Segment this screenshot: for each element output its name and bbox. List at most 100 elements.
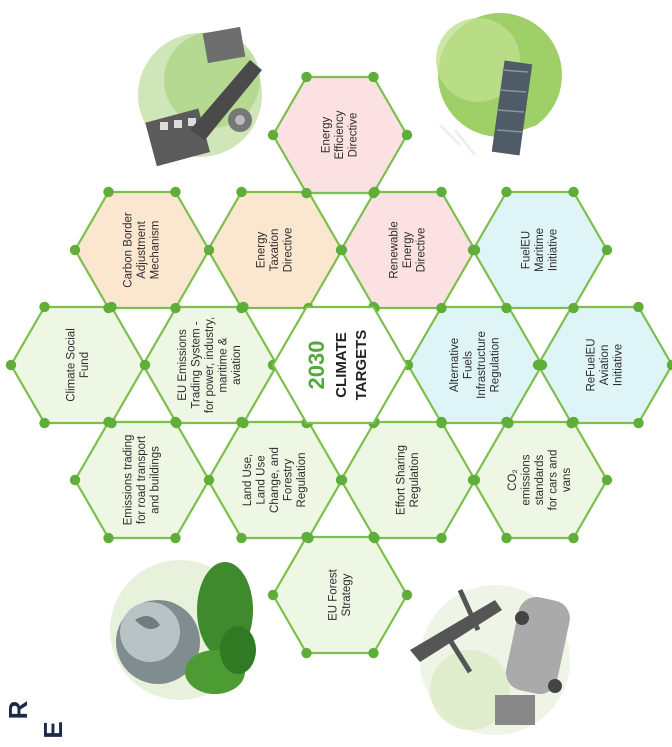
energy-efficiency-directive-label-line: Energy <box>321 117 333 154</box>
vertex-dot <box>368 647 379 659</box>
fueleu-maritime-initiative-label-line: FuelEU <box>521 231 533 269</box>
eu-emissions-trading-system-label-line: maritime & <box>218 337 230 392</box>
emissions-trading-road-transport-buildings-label-line: for road transport <box>136 435 148 524</box>
energy-taxation-directive-label-line: Taxation <box>269 229 281 272</box>
fueleu-maritime-initiative-label-line: Maritime <box>534 228 546 272</box>
co2-emissions-standards-label-line: vans <box>561 468 573 493</box>
vertex-dot <box>368 71 379 83</box>
edge-letter-r: R <box>3 700 33 719</box>
vertex-dot <box>301 531 312 543</box>
vertex-dot <box>69 244 81 256</box>
industry-image <box>138 26 262 167</box>
vertex-dot <box>467 474 479 486</box>
land-use-forestry-regulation-label-line: Land Use <box>256 455 268 504</box>
edge-letters: R E <box>3 700 68 738</box>
emissions-trading-road-transport-buildings-label-line: Emissions trading <box>123 435 135 526</box>
alternative-fuels-infrastructure-regulation-label-line: Regulation <box>489 338 501 393</box>
climate-social-fund-label-line: Fund <box>79 352 91 378</box>
energy-taxation-directive-label-line: Energy <box>256 232 268 269</box>
carbon-border-adjustment-mechanism-label-line: Adjustment <box>136 220 148 278</box>
vertex-dot <box>5 359 17 371</box>
vertex-dot <box>236 532 247 544</box>
vertex-dot <box>103 186 114 198</box>
vertex-dot <box>236 416 247 428</box>
vertex-dot <box>436 532 447 544</box>
eu-forest-strategy-label-line: EU Forest <box>327 568 339 621</box>
effort-sharing-regulation-label-line: Regulation <box>409 453 421 508</box>
refueleu-aviation-initiative-label-line: Aviation <box>599 345 611 386</box>
vertex-dot <box>103 416 114 428</box>
co2-emissions-standards-label-line: emissions <box>521 454 533 505</box>
vertex-dot <box>103 532 114 544</box>
energy-taxation-directive-label-line: Directive <box>283 228 295 273</box>
vertex-dot <box>170 532 181 544</box>
vertex-dot <box>666 359 672 371</box>
vertex-dot <box>369 186 380 198</box>
co2-emissions-standards-label-line: for cars and <box>548 450 560 511</box>
vertex-dot <box>170 186 181 198</box>
emissions-trading-road-transport-buildings-label-line: and buildings <box>150 446 162 514</box>
vertex-dot <box>170 302 181 314</box>
land-use-forestry-regulation-label-line: Forestry <box>283 459 295 501</box>
effort-sharing-regulation-label-line: Effort Sharing <box>395 445 407 515</box>
vertex-dot <box>601 474 613 486</box>
vertex-dot <box>436 302 447 314</box>
vertex-dot <box>301 647 312 659</box>
vertex-dot <box>501 416 512 428</box>
vertex-dot <box>236 186 247 198</box>
renewable-energy-directive-label-line: Directive <box>416 228 428 273</box>
alternative-fuels-infrastructure-regulation-label-line: Infrastructure <box>476 331 488 399</box>
eu-forest-strategy-label-line: Strategy <box>341 573 353 616</box>
vertex-dot <box>238 301 249 313</box>
vertex-dot <box>532 359 544 371</box>
vertex-dot <box>436 416 447 428</box>
vertex-dot <box>633 417 644 429</box>
carbon-border-adjustment-mechanism-label-line: Mechanism <box>150 221 162 280</box>
vertex-dot <box>568 186 579 198</box>
climate-targets-center-hexagon-shape <box>271 305 409 425</box>
co2-emissions-standards-label-line: CO₂ <box>507 469 519 491</box>
vertex-dot <box>501 186 512 198</box>
vertex-dot <box>568 416 579 428</box>
alternative-fuels-infrastructure-regulation-label-line: Alternative <box>449 338 461 392</box>
eu-emissions-trading-system-label-line: aviation <box>231 345 243 385</box>
renewable-energy-directive-label-line: Energy <box>402 232 414 269</box>
energy-efficiency-directive-label-line: Directive <box>348 113 360 158</box>
vertex-dot <box>368 531 379 543</box>
vertex-dot <box>335 474 347 486</box>
vertex-dot <box>467 244 479 256</box>
vertex-dot <box>501 532 512 544</box>
carbon-border-adjustment-mechanism-label-line: Carbon Border <box>123 212 135 288</box>
renewable-energy-directive-label-line: Renewable <box>389 221 401 279</box>
vertex-dot <box>401 589 413 601</box>
energy-efficiency-directive-label-line: Efficiency <box>334 110 346 159</box>
vertex-dot <box>633 301 644 313</box>
fueleu-maritime-initiative-label-line: Initiative <box>548 229 560 271</box>
vertex-dot <box>301 187 312 199</box>
alternative-fuels-infrastructure-regulation-label-line: Fuels <box>462 351 474 379</box>
transport-image <box>410 585 570 735</box>
co2-emissions-standards-label-line: standards <box>534 455 546 506</box>
center-line-2: TARGETS <box>353 330 370 401</box>
vertex-dot <box>501 302 512 314</box>
vertex-dot <box>568 532 579 544</box>
